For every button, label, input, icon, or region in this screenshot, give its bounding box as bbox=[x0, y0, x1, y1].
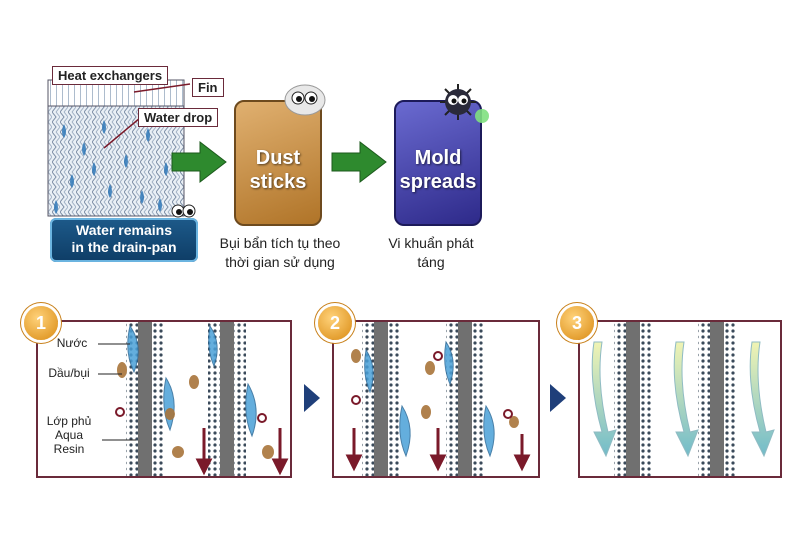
stage-mold-line-2: spreads bbox=[399, 171, 477, 193]
label-heat-exchangers: Heat exchangers bbox=[52, 66, 169, 85]
label-fin: Fin bbox=[192, 78, 224, 97]
stage-mold-line-1: Mold bbox=[414, 147, 462, 169]
green-arrow-icon-1 bbox=[170, 140, 228, 189]
chevron-right-icon-1 bbox=[304, 384, 320, 412]
legend-coating-line-1: Lớp phủ bbox=[46, 414, 92, 428]
stage-dust-line-2: sticks bbox=[249, 171, 307, 193]
water-banner-line-2: in the drain-pan bbox=[71, 239, 177, 255]
mold-creature-icon bbox=[436, 80, 496, 133]
legend-water: Nước bbox=[56, 336, 88, 350]
stage-dust-line-1: Dust bbox=[255, 147, 301, 169]
panel-step-3 bbox=[578, 320, 782, 478]
legend-coating-line-2: Aqua bbox=[54, 428, 84, 442]
step-number-1: 1 bbox=[24, 306, 58, 340]
panel-2-illustration bbox=[345, 322, 531, 476]
step-number-3: 3 bbox=[560, 306, 594, 340]
mascot-eyes-icon bbox=[170, 202, 196, 225]
panel-3-illustration bbox=[591, 322, 775, 476]
panel-step-1 bbox=[36, 320, 292, 478]
panel-step-2 bbox=[332, 320, 540, 478]
caption-dust-line-1: Bụi bẩn tích tụ theo bbox=[219, 235, 341, 251]
heat-exchanger-illustration: Heat exchangers Fin Water drop bbox=[44, 62, 224, 222]
dust-creature-icon bbox=[282, 82, 328, 123]
legend-coating: Lớp phủ Aqua Resin bbox=[40, 414, 98, 456]
caption-mold-line-2: táng bbox=[417, 254, 445, 270]
caption-mold: Vi khuẩn phát táng bbox=[376, 234, 486, 272]
step-number-2: 2 bbox=[318, 306, 352, 340]
chevron-right-icon-2 bbox=[550, 384, 566, 412]
caption-dust-line-2: thời gian sử dụng bbox=[225, 254, 335, 270]
caption-mold-line-1: Vi khuẩn phát bbox=[388, 235, 474, 251]
legend-oil-dust: Dầu/bụi bbox=[48, 366, 90, 380]
green-arrow-icon-2 bbox=[330, 140, 388, 189]
caption-dust: Bụi bẩn tích tụ theo thời gian sử dụng bbox=[200, 234, 360, 272]
panel-1-illustration bbox=[98, 322, 289, 476]
label-water-drop: Water drop bbox=[138, 108, 219, 127]
water-remains-banner: Water remains in the drain-pan bbox=[50, 218, 198, 262]
stage-dust-sticks: Dust sticks bbox=[234, 100, 322, 226]
stage-mold-spreads: Mold spreads bbox=[394, 100, 482, 226]
water-banner-line-1: Water remains bbox=[76, 222, 172, 238]
legend-coating-line-3: Resin bbox=[53, 442, 85, 456]
